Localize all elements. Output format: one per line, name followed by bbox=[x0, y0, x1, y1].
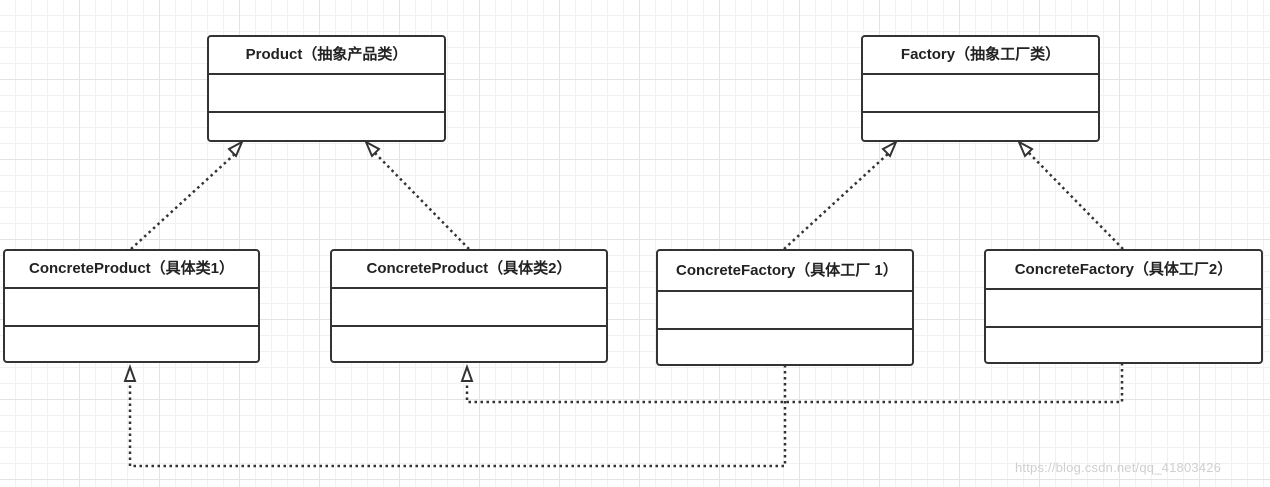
class-attributes-concrete-factory-1 bbox=[658, 292, 912, 330]
realization-line-product-2 bbox=[373, 151, 470, 250]
class-attributes-concrete-factory-2 bbox=[986, 290, 1261, 328]
dependency-line-factory2-product2 bbox=[465, 363, 1124, 404]
realization-arrowhead-product-1 bbox=[227, 139, 245, 158]
class-title-concrete-product-1: ConcreteProduct（具体类1） bbox=[5, 251, 258, 289]
class-box-product[interactable]: Product（抽象产品类） bbox=[207, 35, 446, 142]
class-box-concrete-factory-1[interactable]: ConcreteFactory（具体工厂 1） bbox=[656, 249, 914, 366]
class-title-factory: Factory（抽象工厂类） bbox=[863, 37, 1098, 75]
dependency-line-factory1-product1 bbox=[128, 365, 787, 468]
class-attributes-concrete-product-1 bbox=[5, 289, 258, 327]
realization-line-factory-1 bbox=[783, 151, 891, 250]
class-attributes-concrete-product-2 bbox=[332, 289, 606, 327]
class-attributes-product bbox=[209, 75, 444, 113]
realization-line-product-1 bbox=[130, 151, 238, 250]
class-title-concrete-product-2: ConcreteProduct（具体类2） bbox=[332, 251, 606, 289]
class-box-factory[interactable]: Factory（抽象工厂类） bbox=[861, 35, 1100, 142]
class-title-concrete-factory-1: ConcreteFactory（具体工厂 1） bbox=[658, 251, 912, 292]
class-attributes-factory bbox=[863, 75, 1098, 113]
realization-arrowhead-factory-1 bbox=[881, 139, 899, 158]
class-box-concrete-factory-2[interactable]: ConcreteFactory（具体工厂2） bbox=[984, 249, 1263, 364]
realization-line-factory-2 bbox=[1027, 151, 1124, 250]
class-box-concrete-product-1[interactable]: ConcreteProduct（具体类1） bbox=[3, 249, 260, 363]
dependency-arrowhead-product-2 bbox=[460, 364, 474, 382]
realization-arrowhead-product-2 bbox=[363, 139, 381, 158]
class-title-concrete-factory-2: ConcreteFactory（具体工厂2） bbox=[986, 251, 1261, 290]
realization-arrowhead-factory-2 bbox=[1016, 139, 1034, 158]
class-title-product: Product（抽象产品类） bbox=[209, 37, 444, 75]
watermark-url: https://blog.csdn.net/qq_41803426 bbox=[1015, 460, 1222, 475]
dependency-arrowhead-product-1 bbox=[123, 364, 137, 382]
class-box-concrete-product-2[interactable]: ConcreteProduct（具体类2） bbox=[330, 249, 608, 363]
